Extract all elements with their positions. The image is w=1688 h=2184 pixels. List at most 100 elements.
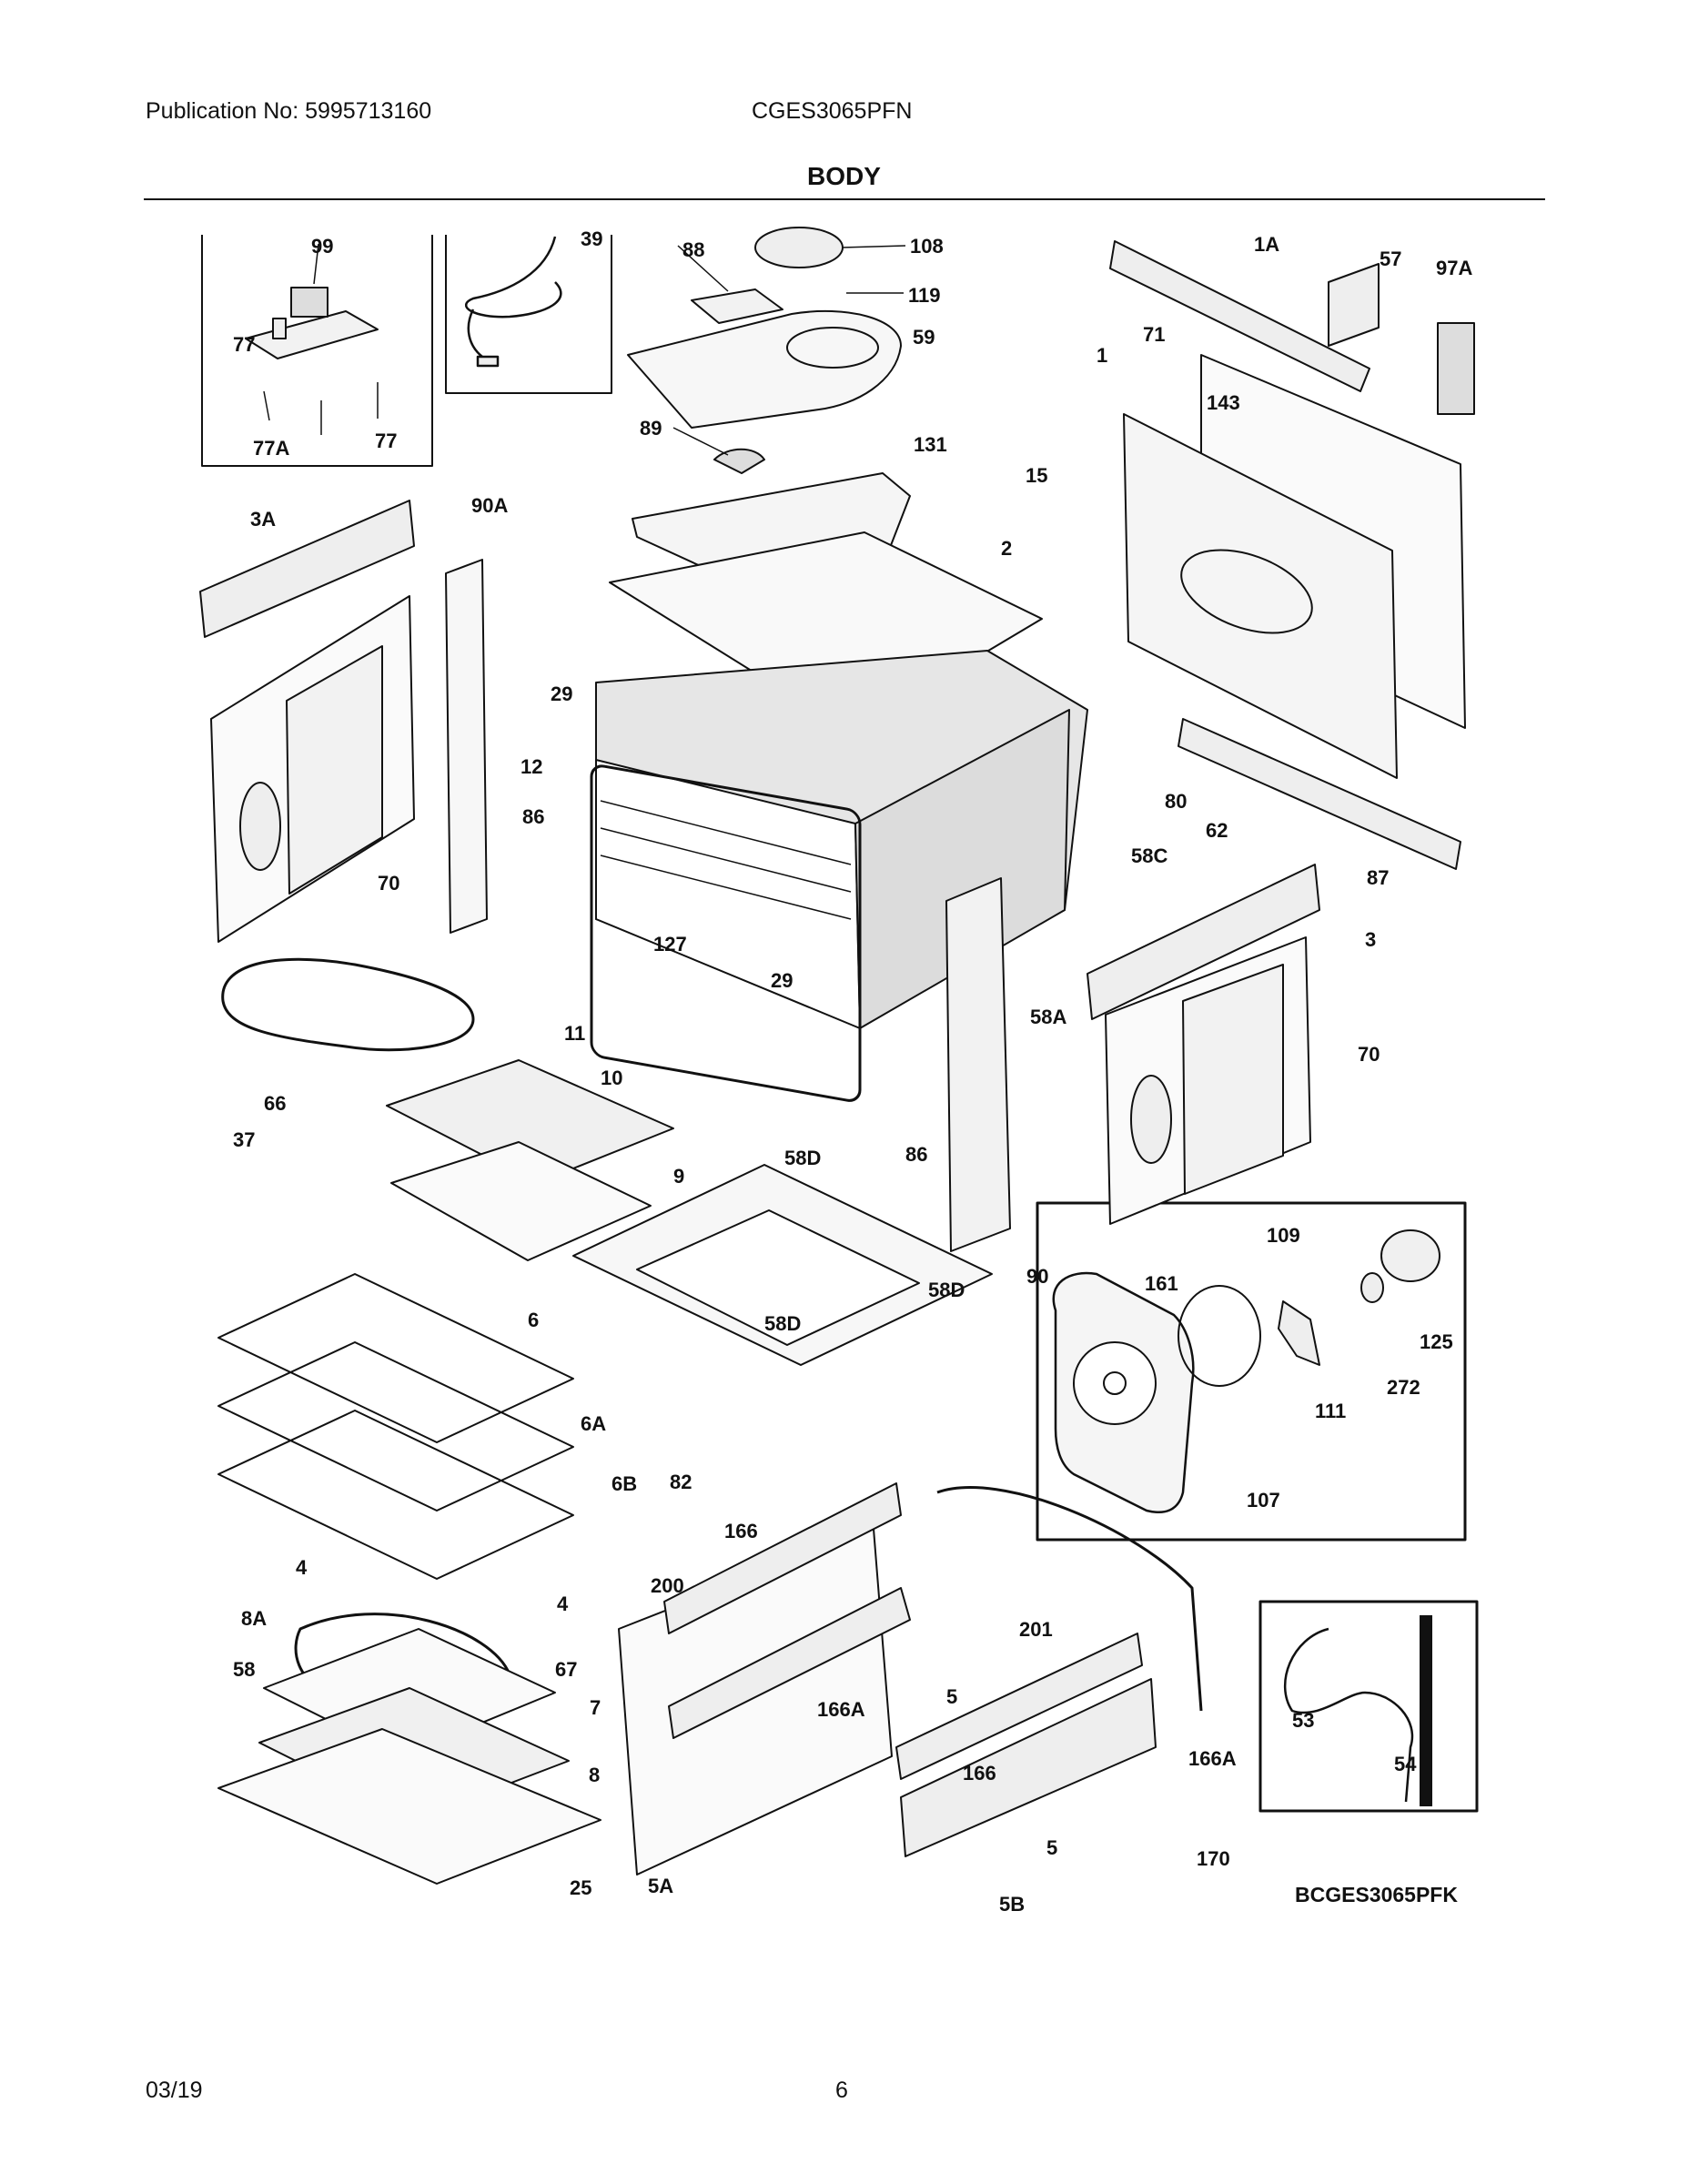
callout-70-right: 70 (1358, 1043, 1380, 1066)
callout-8A: 8A (241, 1607, 267, 1630)
convection-fan-parts (1052, 1229, 1440, 1514)
callout-5B: 5B (999, 1893, 1025, 1916)
callout-161: 161 (1145, 1272, 1178, 1295)
rack-6 (217, 1273, 574, 1443)
rail-1A (1109, 240, 1370, 392)
inset-box-sensor (1258, 1600, 1479, 1813)
callout-77A: 77A (253, 437, 289, 460)
callout-1A: 1A (1254, 233, 1279, 256)
callout-97A: 97A (1436, 257, 1472, 279)
callout-170: 170 (1197, 1847, 1230, 1870)
title-rule (144, 198, 1545, 200)
callout-37: 37 (233, 1128, 255, 1151)
callout-62: 62 (1206, 819, 1228, 842)
diagram-code: BCGES3065PFK (1295, 1883, 1458, 1906)
callout-90A: 90A (471, 494, 508, 517)
brace-166A (668, 1587, 911, 1739)
callout-10: 10 (601, 1067, 622, 1089)
callout-6: 6 (528, 1309, 539, 1331)
callout-80: 80 (1165, 790, 1187, 813)
bottom-tray (217, 1728, 601, 1885)
callout-166A-right: 166A (1188, 1747, 1237, 1770)
callout-272: 272 (1387, 1376, 1420, 1399)
callout-70-left: 70 (378, 872, 399, 895)
callout-99: 99 (311, 235, 333, 258)
back-panel (1123, 413, 1398, 779)
callout-87: 87 (1367, 866, 1389, 889)
callout-82: 82 (670, 1471, 692, 1493)
callout-labels: 99 39 88 108 119 59 1A 57 97A 71 1 143 7… (233, 228, 1472, 1916)
callout-6B: 6B (612, 1472, 637, 1495)
callout-58D-inner: 58D (764, 1312, 801, 1335)
rail-3 (1087, 864, 1320, 1020)
callout-59: 59 (913, 326, 935, 349)
callout-8: 8 (589, 1764, 600, 1786)
model-number: CGES3065PFN (752, 98, 913, 124)
callout-131: 131 (914, 433, 947, 456)
callout-4-right: 4 (557, 1592, 569, 1615)
callout-107: 107 (1247, 1489, 1280, 1512)
side-trim-90A (445, 559, 488, 934)
callout-2: 2 (1001, 537, 1012, 560)
vent-panel (1328, 263, 1380, 347)
brace-166 (663, 1482, 902, 1634)
callout-58D-mid: 58D (928, 1279, 965, 1301)
callout-12: 12 (521, 755, 542, 778)
callout-3A: 3A (250, 508, 276, 531)
brace-166Ab (900, 1678, 1157, 1857)
page-title: BODY (807, 162, 881, 190)
brace-166b (895, 1633, 1143, 1780)
callout-127: 127 (653, 933, 687, 956)
callout-67: 67 (555, 1658, 577, 1681)
callout-86-right: 86 (905, 1143, 927, 1166)
callout-200: 200 (651, 1574, 684, 1597)
callout-58D-top: 58D (784, 1147, 821, 1169)
callout-166-bottom: 166 (963, 1762, 996, 1785)
callout-77-right: 77 (375, 430, 397, 452)
callout-58C: 58C (1131, 844, 1167, 867)
callout-88: 88 (682, 238, 704, 261)
callout-5-bottom: 5 (1046, 1836, 1057, 1859)
callout-89: 89 (640, 417, 662, 440)
callout-5A: 5A (648, 1875, 673, 1897)
callout-77-top: 77 (233, 333, 255, 356)
callout-29-top: 29 (551, 682, 572, 705)
callout-39: 39 (581, 228, 602, 250)
callout-7: 7 (590, 1696, 601, 1719)
callout-125: 125 (1420, 1330, 1453, 1353)
callout-6A: 6A (581, 1412, 606, 1435)
callout-86-left: 86 (522, 805, 544, 828)
callout-166A-left: 166A (817, 1698, 865, 1721)
callout-58A: 58A (1030, 1006, 1066, 1028)
inset-box-harness (445, 235, 612, 394)
page-number: 6 (835, 2078, 848, 2103)
callout-58: 58 (233, 1658, 255, 1681)
callout-108: 108 (910, 235, 944, 258)
side-trim-90 (945, 877, 1011, 1252)
callout-15: 15 (1026, 464, 1047, 487)
oven-cavity (590, 650, 1088, 1102)
callout-119: 119 (908, 284, 941, 307)
callout-143: 143 (1207, 391, 1240, 414)
broil-element (221, 957, 475, 1052)
callout-1: 1 (1097, 344, 1107, 367)
callout-4-left: 4 (296, 1556, 308, 1579)
callout-3: 3 (1365, 928, 1376, 951)
temperature-sensor (1283, 1627, 1414, 1803)
publication-number: Publication No: 5995713160 (146, 98, 432, 124)
callout-109: 109 (1267, 1224, 1300, 1247)
rail-3A (199, 500, 415, 638)
inset-box-convection-fan (1036, 1201, 1467, 1542)
callout-25: 25 (570, 1876, 591, 1899)
cooling-duct-assembly (627, 227, 906, 474)
callout-71: 71 (1143, 323, 1165, 346)
callout-54: 54 (1394, 1753, 1417, 1775)
callout-29-bottom: 29 (771, 969, 793, 992)
footer-date: 03/19 (146, 2078, 203, 2103)
rack-6B (217, 1410, 574, 1580)
callout-166-top: 166 (724, 1520, 758, 1542)
broil-pan (390, 1141, 652, 1261)
callout-5-top: 5 (946, 1685, 957, 1708)
callout-90: 90 (1026, 1265, 1048, 1288)
